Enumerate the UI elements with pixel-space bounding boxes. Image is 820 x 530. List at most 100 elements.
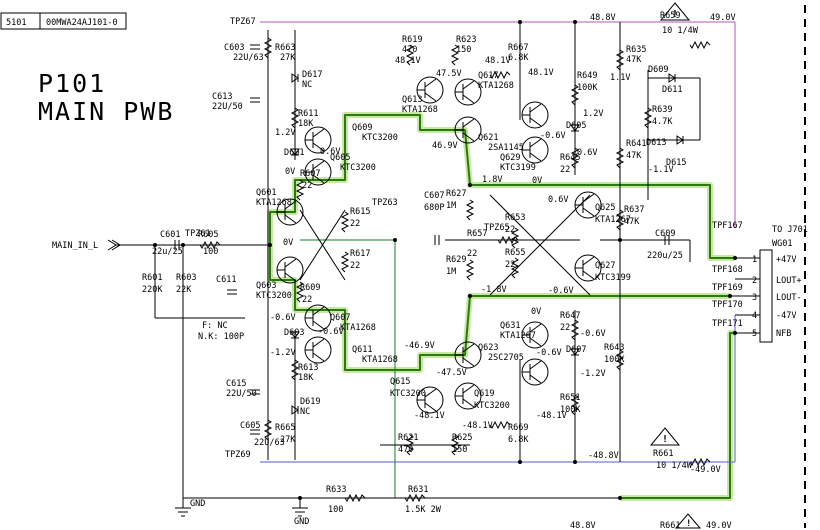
- val-q603: KTC3200: [256, 291, 292, 301]
- connector-j701: TO J701 WG01 1 +47V 2 LOUT+ 3 LOUT- 4 -4…: [752, 5, 808, 528]
- val-r623: 150: [456, 45, 471, 55]
- label-r623: R623: [456, 35, 476, 45]
- val-c603: 22U/63: [233, 53, 264, 63]
- resistor-icon: [404, 493, 426, 503]
- highlight-negative-path: [267, 245, 730, 373]
- resistor-icon: [643, 107, 653, 129]
- voltage-label: 49.0V: [706, 521, 732, 530]
- resistor-icon: [295, 281, 305, 303]
- val-c609: 220u/25: [647, 251, 683, 261]
- pin-4-label: -47V: [776, 311, 796, 321]
- voltage-label: -0.6V: [536, 348, 562, 358]
- voltage-label: 48.1V: [395, 56, 421, 66]
- tp-z67: TPZ67: [230, 17, 256, 27]
- val-r633: 100: [328, 505, 343, 515]
- transistor-icon: [574, 254, 602, 282]
- labels-layer: C603 22U/63 R663 27K D617 NC C613 22U/50…: [142, 11, 699, 515]
- label-r645: R645: [560, 153, 580, 163]
- voltage-label: -48.8V: [588, 451, 619, 461]
- val-r631: 1.5K 2W: [405, 505, 442, 515]
- label-r615: R615: [350, 207, 370, 217]
- resistor-icon: [290, 359, 300, 381]
- diode-icon: [291, 405, 299, 415]
- val-d617: NC: [302, 80, 312, 90]
- transistor-icon: [304, 336, 332, 364]
- wiring: [115, 22, 701, 498]
- val-r617: 22: [350, 261, 360, 271]
- diode-icon: [570, 348, 580, 356]
- val-r641: 47K: [626, 151, 642, 161]
- val-r625: 150: [452, 445, 467, 455]
- pin-5-label: NFB: [776, 329, 791, 339]
- diode-icon: [668, 73, 676, 83]
- voltage-label: 48.8V: [570, 521, 596, 530]
- transistor-icon: [521, 321, 549, 349]
- val-c615: 22U/50: [226, 389, 257, 399]
- resistor-icon: [344, 493, 366, 503]
- voltage-label: -0.6V: [580, 329, 606, 339]
- ground-icon: GND: [175, 498, 205, 517]
- voltage-label: 47.5V: [436, 69, 462, 79]
- capacitor-icon: [174, 240, 180, 250]
- label-r647: R647: [560, 311, 580, 321]
- resistor-icon: [405, 44, 415, 66]
- val-r643: 100K: [604, 355, 625, 365]
- label-c607: C607: [424, 191, 444, 201]
- voltage-label: 0V: [285, 167, 295, 177]
- capacitor-icon: [250, 44, 260, 50]
- voltage-label: 48.1V: [485, 56, 511, 66]
- label-d613: D613: [646, 138, 666, 148]
- label-r631: R631: [408, 485, 428, 495]
- voltage-label: -49.0V: [690, 465, 721, 475]
- resistor-icon: [199, 240, 221, 250]
- warning-triangle-icon: !: [659, 2, 691, 21]
- val-q621: 2SA1145: [488, 143, 524, 153]
- pin-1-label: +47V: [776, 255, 796, 265]
- val-q613: KTA1268: [402, 105, 438, 115]
- val-r649: 100K: [577, 83, 598, 93]
- transistor-icon: [454, 116, 482, 144]
- diode-icon: [291, 73, 299, 83]
- val-r669: 6.8K: [508, 435, 529, 445]
- label-r661: R661: [653, 449, 673, 459]
- label-q603: Q603: [256, 281, 276, 291]
- label-r635: R635: [626, 45, 646, 55]
- junction-dots: [153, 20, 737, 500]
- voltage-label: -48.1V: [414, 411, 445, 421]
- voltage-label: 0V: [283, 238, 293, 248]
- tp-f168: TPF168: [712, 265, 743, 275]
- label-r657: R657: [467, 229, 487, 239]
- label-q623: Q623: [478, 343, 498, 353]
- val-r665: 27K: [280, 435, 296, 445]
- label-r603: R603: [176, 273, 196, 283]
- svg-text:!: !: [662, 434, 668, 445]
- capacitor-icon: [250, 429, 260, 435]
- label-q611: Q611: [352, 345, 372, 355]
- ground-icon: GND: [292, 498, 309, 527]
- label-d617: D617: [302, 70, 322, 80]
- transistor-icon: [304, 126, 332, 154]
- val-r655: 22: [505, 260, 515, 270]
- label-q629: Q629: [500, 153, 520, 163]
- val-r611: 18K: [298, 119, 314, 129]
- val-q619: KTC3200: [474, 401, 510, 411]
- resistor-icon: [450, 44, 460, 66]
- val-d619: NC: [300, 407, 310, 417]
- label-r643: R643: [604, 343, 624, 353]
- voltage-label: -1.8V: [481, 285, 507, 295]
- label-r601: R601: [142, 273, 162, 283]
- label-r627: R627: [446, 189, 466, 199]
- warning-triangle-icon: !: [649, 427, 681, 446]
- val-r619: 470: [402, 45, 417, 55]
- tp-f170: TPF170: [712, 300, 743, 310]
- voltage-label: -1.1V: [648, 165, 674, 175]
- val-c605: 22U/63: [254, 438, 285, 448]
- label-q605: Q605: [330, 153, 350, 163]
- label-r613: R613: [298, 363, 318, 373]
- voltage-label: -48.1V: [462, 421, 493, 431]
- transistor-icon: [416, 386, 444, 414]
- label-r669: R669: [508, 423, 528, 433]
- board-title-line1: P101: [38, 69, 106, 98]
- val-q617: KTA1268: [478, 81, 514, 91]
- label-r663: R663: [275, 43, 295, 53]
